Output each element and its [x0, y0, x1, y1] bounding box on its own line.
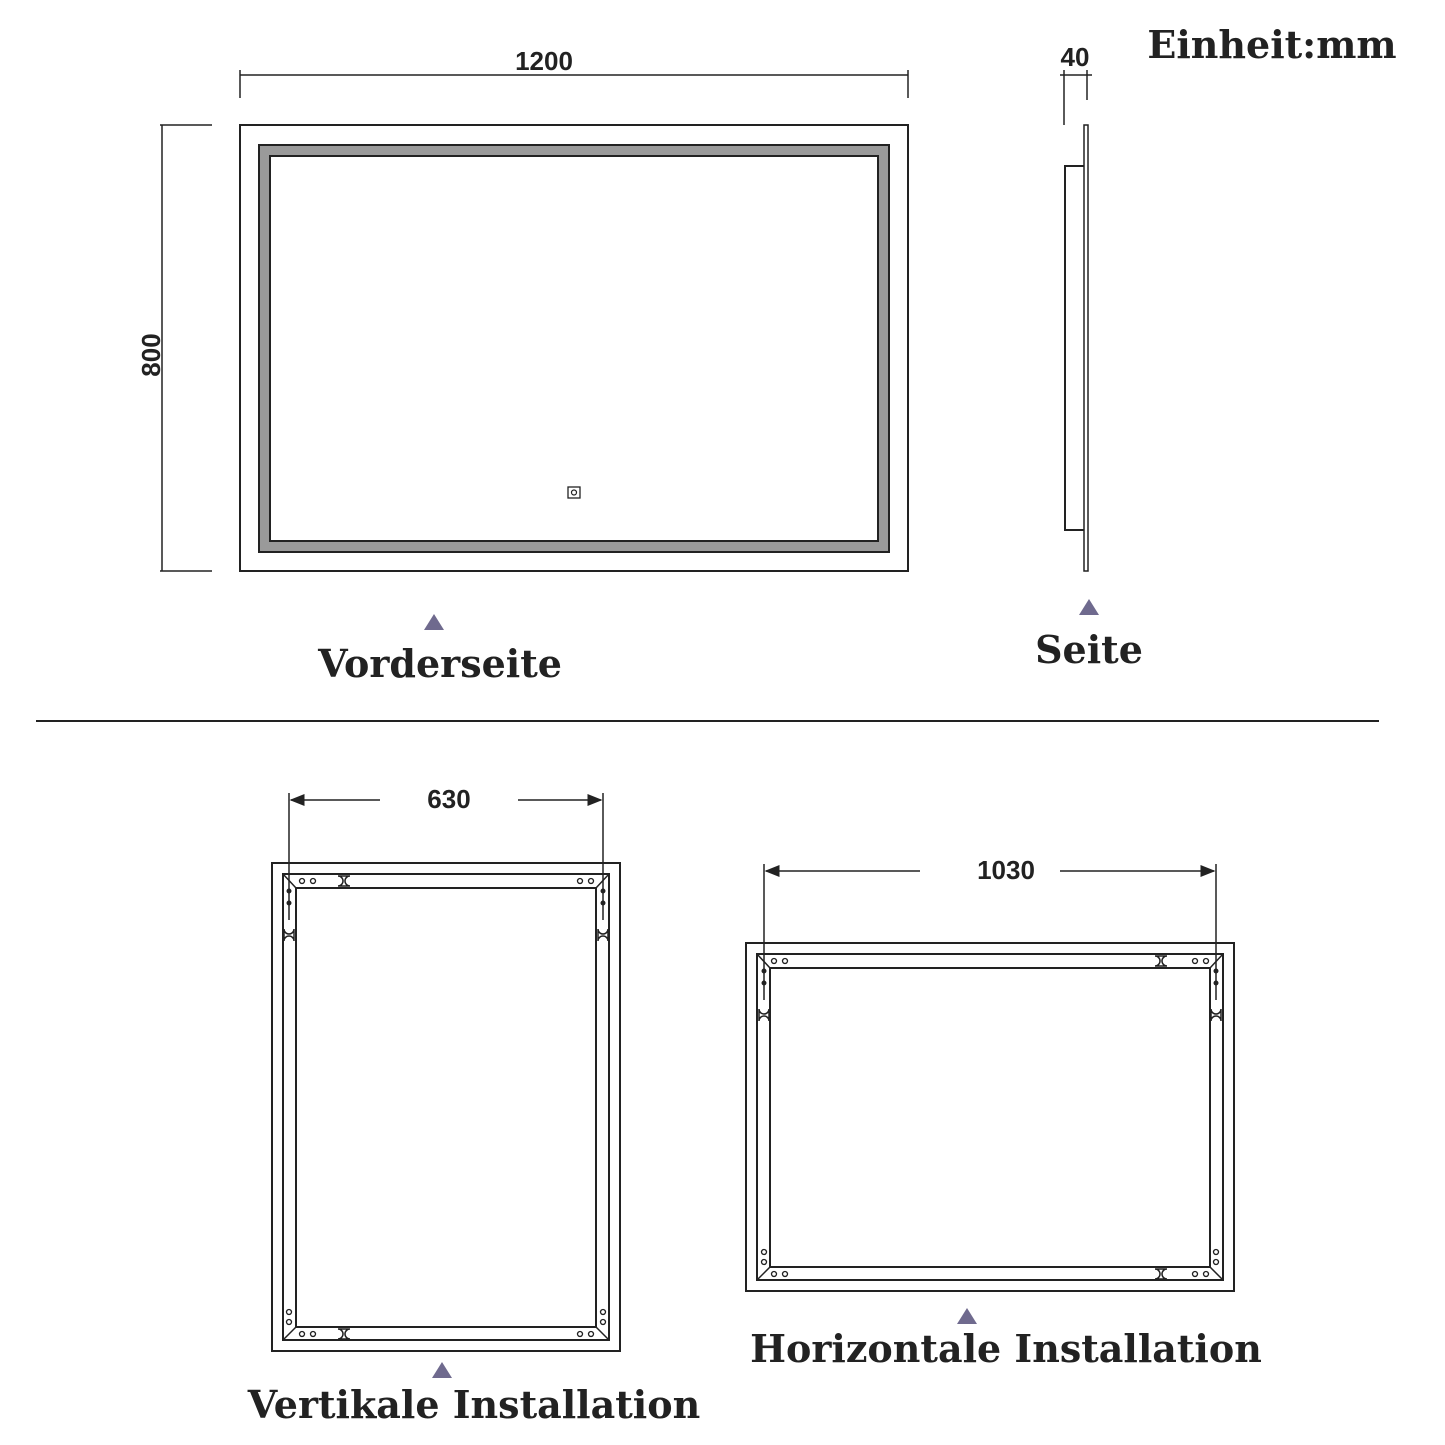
keyhole-icon — [337, 875, 351, 887]
height-dimension: 800 — [136, 333, 166, 376]
keyhole-icon — [337, 1328, 351, 1340]
vertical-label: Vertikale Installation — [247, 1382, 700, 1427]
keyhole-icon — [1154, 1268, 1168, 1280]
keyhole-icon — [283, 928, 295, 942]
keyhole-icon — [1154, 955, 1168, 967]
mirror-outline — [239, 124, 909, 572]
front-label: Vorderseite — [317, 641, 562, 686]
vertical-installation-view: 630 Vertikale Installation — [247, 784, 700, 1427]
triangle-marker-icon — [957, 1308, 977, 1324]
triangle-marker-icon — [1079, 599, 1099, 615]
horizontal-hole-distance: 1030 — [977, 855, 1035, 885]
triangle-marker-icon — [424, 614, 444, 630]
keyhole-icon — [1210, 1008, 1222, 1022]
width-dimension: 1200 — [515, 46, 573, 76]
vertical-hole-distance: 630 — [427, 784, 470, 814]
keyhole-icon — [758, 1008, 770, 1022]
horizontal-label: Horizontale Installation — [750, 1326, 1262, 1371]
front-view: 1200 800 Vorderseite — [136, 46, 909, 686]
triangle-marker-icon — [432, 1362, 452, 1378]
depth-dimension: 40 — [1061, 42, 1090, 72]
unit-label: Einheit:mm — [1147, 22, 1396, 67]
side-view: 40 Seite — [1035, 42, 1143, 672]
touch-switch-icon — [567, 486, 581, 499]
keyhole-icon — [597, 928, 609, 942]
horizontal-installation-view: 1030 Horizontale Installation — [745, 855, 1262, 1371]
led-band — [259, 145, 889, 552]
side-label: Seite — [1035, 627, 1143, 672]
